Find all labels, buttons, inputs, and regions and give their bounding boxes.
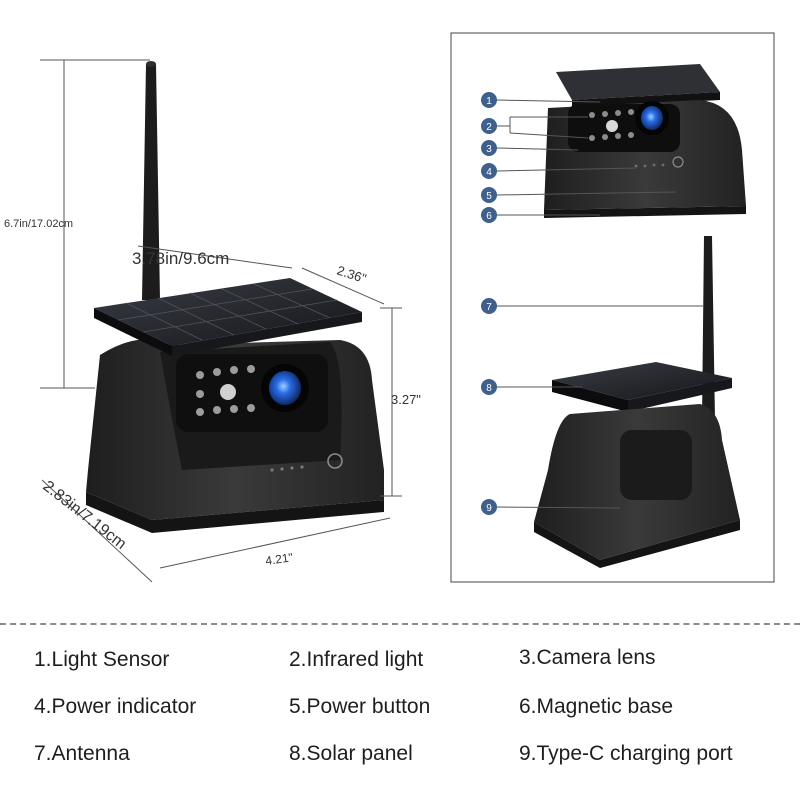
legend-item-9: 9.Type-C charging port — [519, 742, 733, 765]
legend-item-4: 4.Power indicator — [34, 695, 197, 718]
callout-1: 1 — [481, 92, 497, 108]
legend-item-5: 5.Power button — [289, 695, 431, 718]
backview-camera-illustration — [534, 236, 740, 568]
closeup-camera-illustration — [544, 64, 746, 218]
power-indicator-icon — [270, 465, 304, 472]
callout-badges: 1 2 3 4 5 6 7 8 — [481, 92, 497, 515]
dimension-width-label: 3.78in/9.6cm — [132, 249, 229, 268]
dimension-depth-label: 2.36" — [335, 263, 368, 287]
legend-divider — [0, 623, 800, 625]
callout-4: 4 — [481, 163, 497, 179]
callout-8: 8 — [481, 379, 497, 395]
svg-text:5: 5 — [486, 191, 492, 202]
svg-text:8: 8 — [486, 383, 492, 394]
callout-7: 7 — [481, 298, 497, 314]
callout-6: 6 — [481, 207, 497, 223]
dimension-base-width-label: 4.21" — [264, 550, 293, 568]
power-button-icon — [327, 453, 343, 469]
svg-text:7: 7 — [486, 302, 492, 313]
light-sensor-icon — [220, 384, 236, 400]
svg-text:4: 4 — [486, 167, 492, 178]
legend-item-8: 8.Solar panel — [289, 742, 413, 765]
antenna-icon — [142, 64, 160, 300]
solar-panel-icon — [94, 278, 362, 356]
main-camera-illustration — [86, 61, 384, 533]
dimension-height-label: 6.7in/17.02cm — [4, 218, 73, 230]
callout-leaders — [496, 99, 703, 509]
legend-item-1: 1.Light Sensor — [34, 648, 170, 671]
legend-item-6: 6.Magnetic base — [519, 695, 674, 718]
callout-5: 5 — [481, 187, 497, 203]
callout-9: 9 — [481, 499, 497, 515]
dimension-body-height-label: 3.27" — [391, 392, 421, 407]
legend-item-7: 7.Antenna — [34, 742, 130, 765]
legend-item-3: 3.Camera lens — [519, 646, 656, 669]
svg-text:3: 3 — [486, 144, 492, 155]
dimension-lines — [40, 59, 402, 583]
svg-text:6: 6 — [486, 211, 492, 222]
legend-item-2: 2.Infrared light — [289, 648, 424, 671]
svg-text:1: 1 — [486, 96, 492, 107]
svg-text:9: 9 — [486, 503, 492, 514]
svg-text:2: 2 — [486, 122, 492, 133]
callout-2: 2 — [481, 118, 497, 134]
infrared-light-icon — [196, 365, 255, 416]
callout-3: 3 — [481, 140, 497, 156]
